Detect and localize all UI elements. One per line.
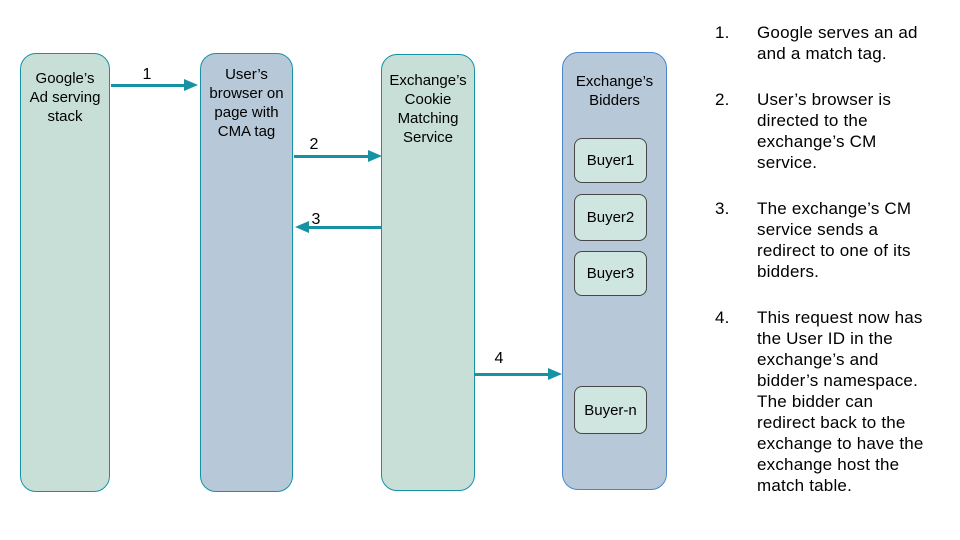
step-text: Google serves an ad and a match tag.	[757, 23, 918, 63]
step-number: 2.	[715, 90, 730, 109]
step-number: 3.	[715, 199, 730, 218]
arrow-2-line	[294, 155, 370, 158]
arrow-4-head-icon	[548, 368, 562, 380]
buyer-label: Buyer3	[586, 265, 635, 282]
steps-list: 1. Google serves an ad and a match tag. …	[715, 22, 957, 521]
step-text: The exchange’s CM service sends a redire…	[757, 199, 912, 281]
arrow-1-head-icon	[184, 79, 198, 91]
step-text: User’s browser is directed to the exchan…	[757, 90, 892, 172]
node-user-browser: User’s browser on page with CMA tag	[200, 53, 293, 492]
arrow-3-head-icon	[295, 221, 309, 233]
step-item-2: 2. User’s browser is directed to the exc…	[715, 89, 957, 173]
step-number: 4.	[715, 308, 730, 327]
arrow-2-head-icon	[368, 150, 382, 162]
buyer-label: Buyer1	[586, 152, 635, 169]
buyer-box-1: Buyer1	[574, 138, 647, 183]
step-text: This request now has the User ID in the …	[757, 308, 924, 495]
node-title: Google’s Ad serving stack	[29, 70, 101, 125]
node-title: Exchange’s Bidders	[575, 73, 654, 109]
node-google-ad-serving-stack: Google’s Ad serving stack	[20, 53, 110, 492]
buyer-box-n: Buyer-n	[574, 386, 647, 434]
node-title: Exchange’s Cookie Matching Service	[389, 72, 467, 146]
node-title: User’s browser on page with CMA tag	[209, 66, 284, 140]
arrow-1-label: 1	[142, 66, 152, 83]
buyer-label: Buyer2	[586, 209, 635, 226]
arrow-2-label: 2	[309, 136, 319, 153]
buyer-label: Buyer-n	[584, 401, 637, 419]
arrow-1-line	[111, 84, 187, 87]
arrow-4-line	[474, 373, 550, 376]
buyer-box-3: Buyer3	[574, 251, 647, 296]
arrow-4-label: 4	[494, 350, 504, 367]
node-cookie-matching-service: Exchange’s Cookie Matching Service	[381, 54, 475, 491]
buyer-box-2: Buyer2	[574, 194, 647, 241]
arrow-3-label: 3	[311, 211, 321, 228]
step-item-1: 1. Google serves an ad and a match tag.	[715, 22, 957, 64]
step-number: 1.	[715, 23, 730, 42]
arrow-3-line	[309, 226, 382, 229]
step-item-3: 3. The exchange’s CM service sends a red…	[715, 198, 957, 282]
step-item-4: 4. This request now has the User ID in t…	[715, 307, 957, 496]
